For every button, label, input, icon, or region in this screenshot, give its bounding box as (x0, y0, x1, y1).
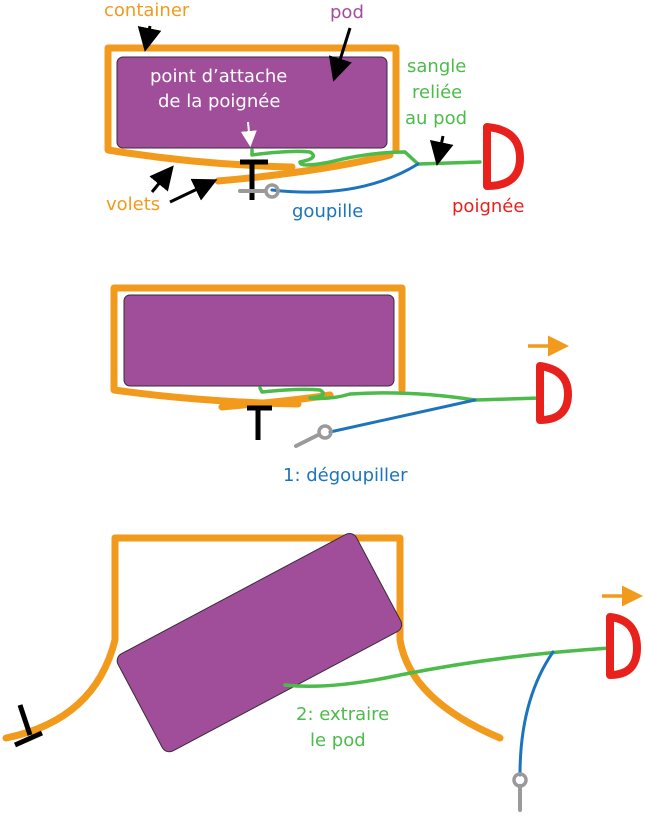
step-1-label: 1: dégoupiller (283, 465, 408, 486)
handle (483, 123, 524, 190)
pod (123, 294, 395, 387)
step-2-label-line2: le pod (310, 730, 366, 751)
scene-1-closed: container pod point d’attache de la poig… (104, 0, 524, 222)
label-pin: goupille (292, 201, 363, 222)
locking-loop (17, 704, 33, 736)
strap (250, 148, 482, 167)
label-attach-line1: point d’attache (150, 66, 287, 87)
arrow-container (137, 25, 162, 52)
pin-cable (518, 650, 555, 777)
pod (116, 56, 388, 149)
pin-cable (270, 162, 420, 194)
pin-cable (328, 398, 477, 434)
arrow-flap-1 (149, 165, 174, 193)
container-top (111, 534, 504, 742)
arrow-flap-2 (169, 178, 218, 204)
flap-lower (214, 151, 394, 185)
pin-ring (317, 424, 333, 440)
container (104, 44, 400, 171)
pin-ring (264, 183, 280, 199)
label-strap-line1: sangle (407, 56, 466, 77)
arrow-strap (429, 135, 454, 166)
handle (606, 613, 641, 679)
label-attach-line2: de la poignée (158, 91, 280, 112)
scene-2-unpin: 1: dégoupiller (110, 284, 572, 486)
arrow-pod (328, 27, 352, 82)
pod (116, 533, 403, 753)
label-strap-line3: au pod (405, 108, 467, 129)
pin (294, 433, 320, 448)
label-strap-line2: reliée (412, 82, 462, 103)
label-flaps: volets (106, 194, 160, 215)
label-pod: pod (330, 2, 364, 23)
label-container: container (104, 0, 190, 21)
label-handle: poignée (452, 196, 524, 217)
locking-loop-bar (13, 730, 44, 748)
handle (536, 362, 572, 424)
pin-ring (512, 772, 528, 788)
scene-3-extract: 2: extraire le pod (2, 533, 643, 812)
step-2-label-line1: 2: extraire (296, 704, 389, 725)
arrow-attach (240, 121, 257, 147)
strap (258, 386, 542, 402)
